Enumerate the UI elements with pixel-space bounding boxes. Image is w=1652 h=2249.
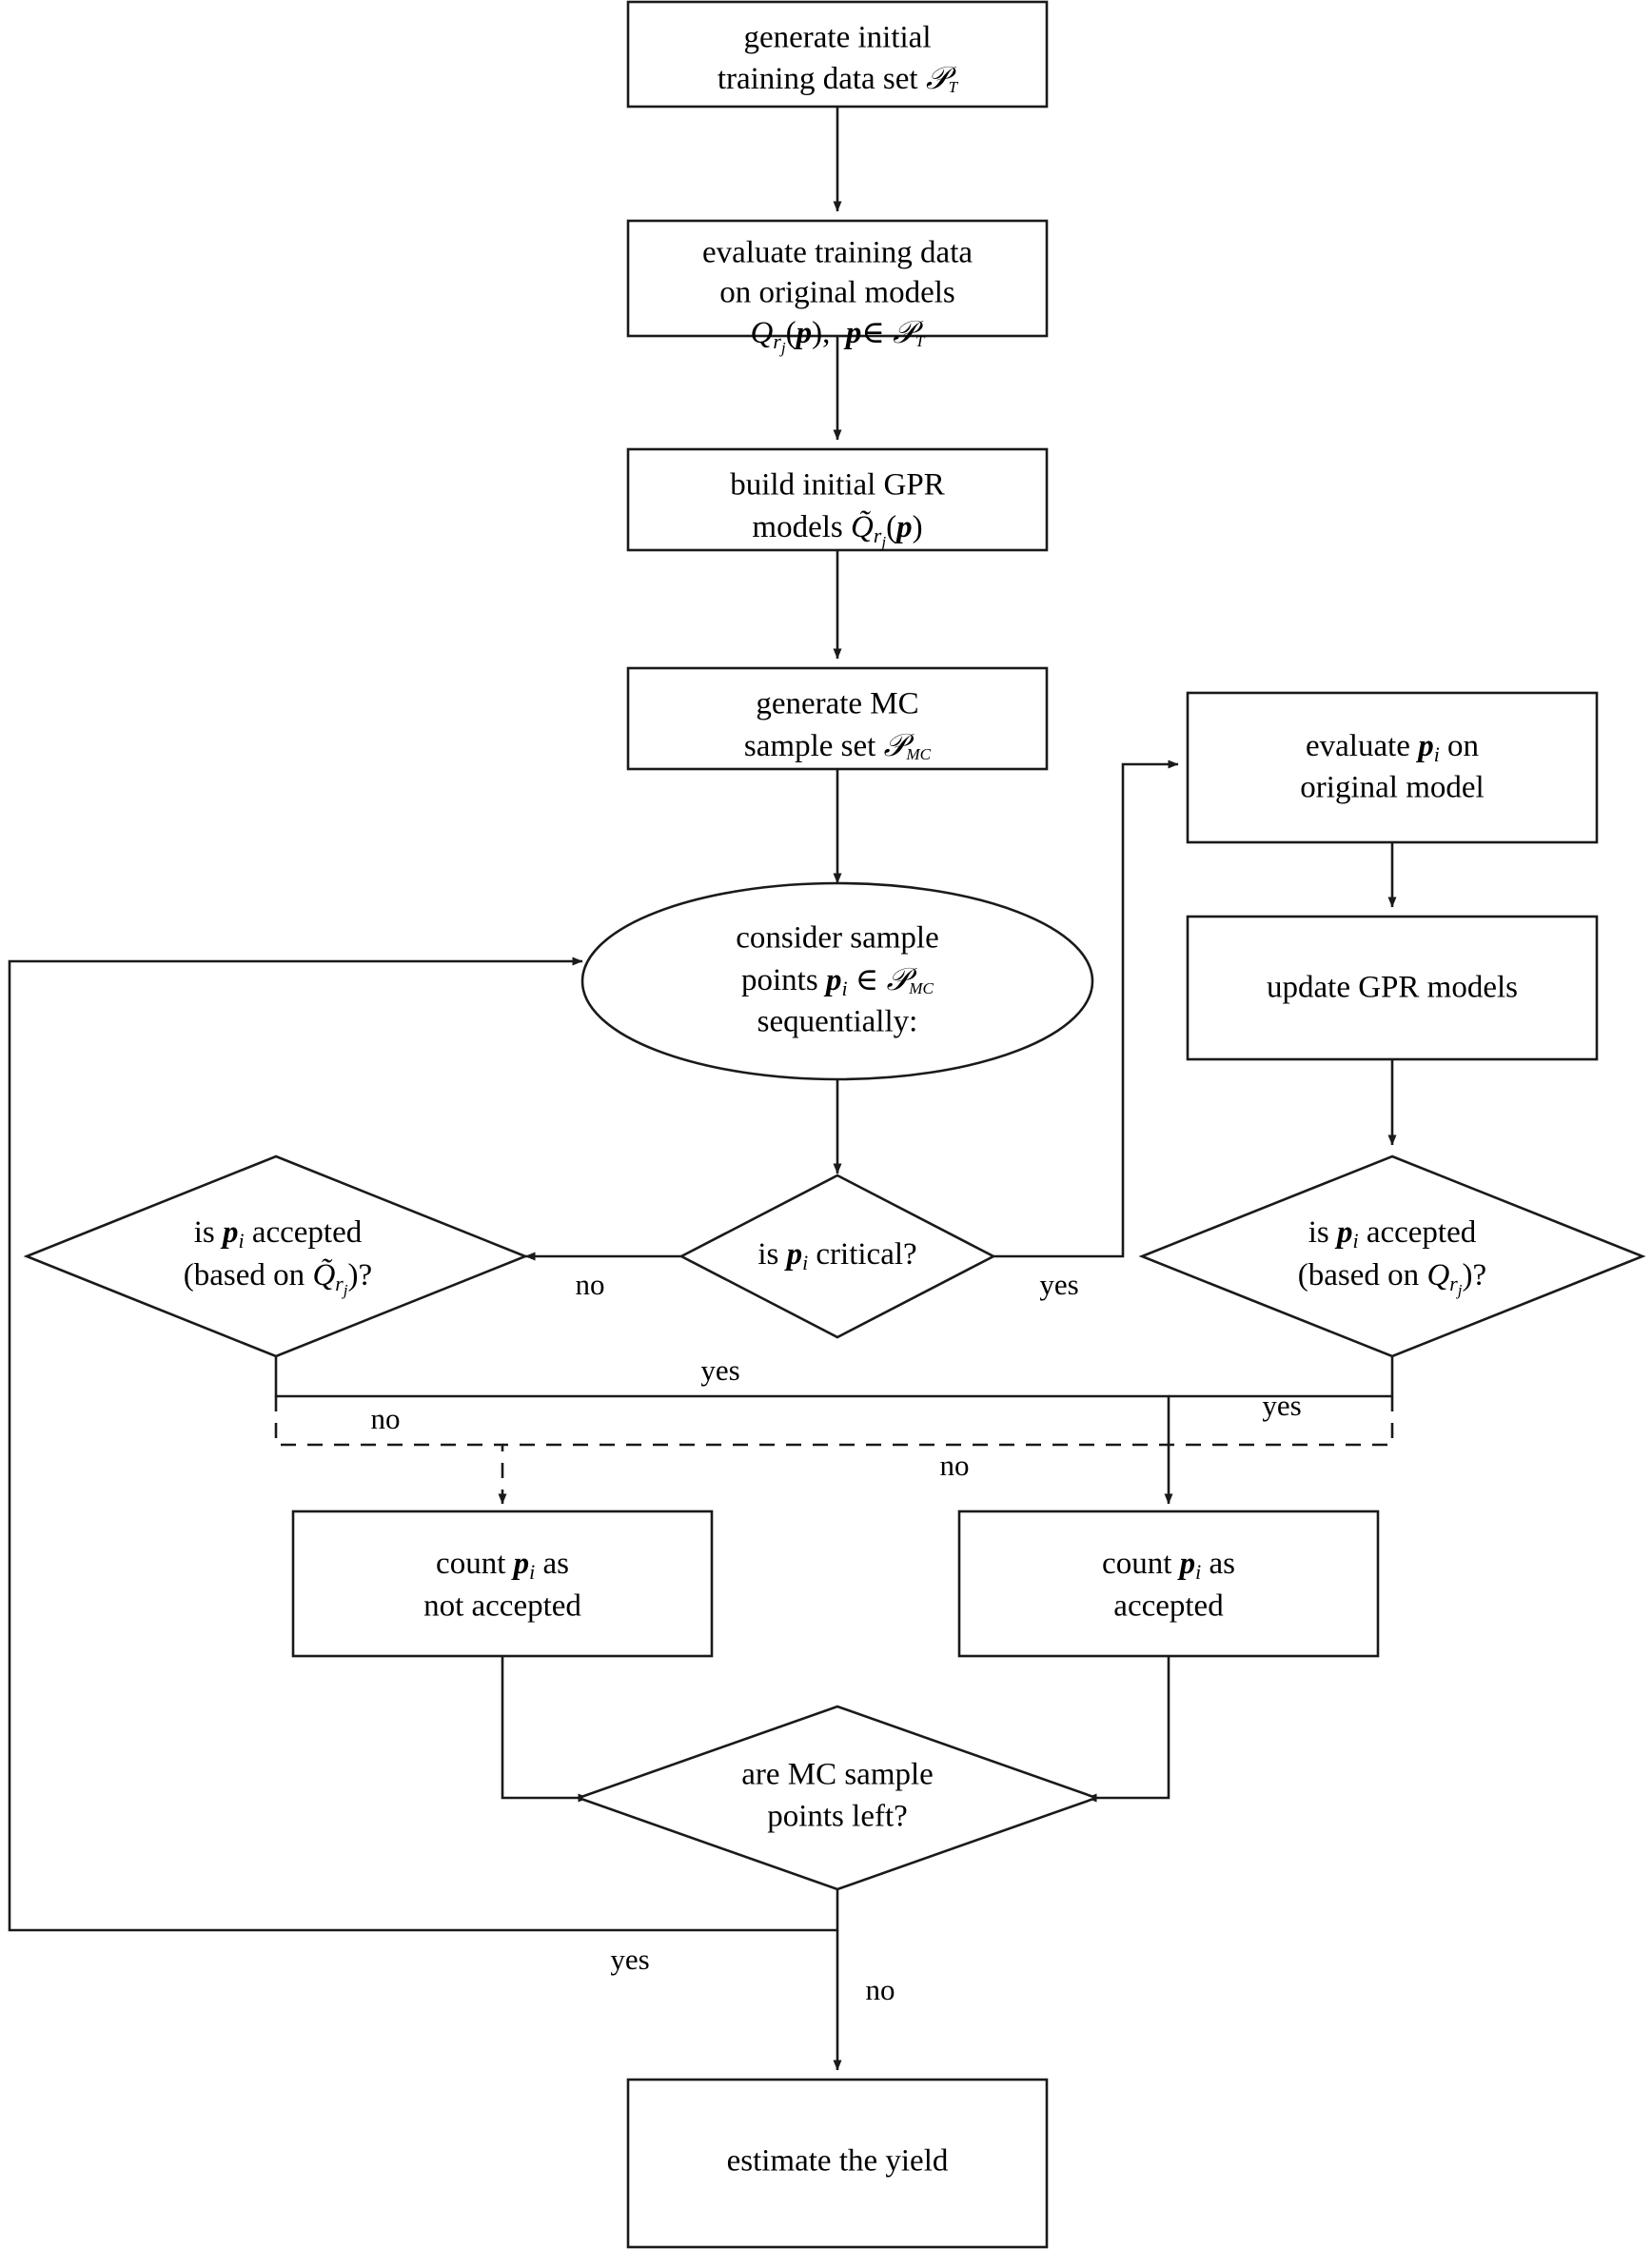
node-consider-sample-points-line3: sequentially: <box>757 1005 918 1039</box>
node-consider-sample-points-line1: consider sample <box>736 921 939 956</box>
edge-critical-yes-to-evaluate-pi <box>993 760 1179 1258</box>
edge-mc-left-yes-loopback <box>8 957 839 1932</box>
node-are-mc-sample-points-left-line1: are MC sample <box>741 1758 934 1792</box>
edge-surrogate-no-to-count-not-accepted <box>274 1396 507 1505</box>
edge-surrogate-yes-to-count-accepted <box>274 1356 1173 1505</box>
node-evaluate-pi-original-model-shape <box>1186 691 1599 844</box>
node-is-pi-accepted-original-shape <box>1138 1154 1646 1358</box>
node-build-initial-gpr-models: build initial GPR models Q̃rj(p) <box>626 447 1049 552</box>
node-estimate-the-yield-shape <box>626 2078 1049 2249</box>
edge-label-loop-no: no <box>866 1973 895 2006</box>
node-consider-sample-points-line2: points pi ∈ 𝒫MC <box>741 963 934 1000</box>
node-evaluate-pi-original-model-line1: evaluate pi on <box>1306 729 1479 766</box>
node-build-initial-gpr-models-shape <box>626 447 1049 552</box>
node-build-initial-gpr-models-line2: models Q̃rj(p) <box>752 508 922 551</box>
node-is-pi-accepted-surrogate-shape <box>23 1154 529 1358</box>
edge-label-original-yes: yes <box>1262 1389 1301 1422</box>
node-count-not-accepted-shape <box>291 1509 714 1658</box>
node-consider-sample-points-shape <box>580 881 1094 1081</box>
node-is-pi-critical: is pi critical? <box>678 1174 996 1339</box>
node-estimate-the-yield: estimate the yield <box>626 2078 1049 2249</box>
node-are-mc-sample-points-left: are MC sample points left? <box>575 1705 1100 1891</box>
node-generate-initial-training-data-line2: training data set 𝒫T <box>718 62 959 96</box>
node-build-initial-gpr-models-line1: build initial GPR <box>730 468 945 503</box>
edge-original-no-to-count-not-accepted <box>502 1396 1394 1447</box>
node-evaluate-training-data: evaluate training data on original model… <box>626 219 1049 357</box>
node-count-not-accepted-line1: count pi as <box>436 1547 569 1584</box>
node-generate-mc-sample-set-line2: sample set 𝒫MC <box>744 729 932 763</box>
node-generate-mc-sample-set: generate MC sample set 𝒫MC <box>626 666 1049 771</box>
edge-label-original-no: no <box>940 1449 970 1482</box>
node-count-not-accepted: count pi as not accepted <box>291 1509 714 1658</box>
node-is-pi-critical-label: is pi critical? <box>757 1237 916 1274</box>
node-count-accepted-line1: count pi as <box>1102 1547 1235 1584</box>
node-update-gpr-models: update GPR models <box>1186 915 1599 1061</box>
node-evaluate-training-data-line1: evaluate training data <box>702 236 973 270</box>
node-is-pi-critical-shape <box>678 1174 996 1339</box>
edge-label-surrogate-yes: yes <box>700 1353 739 1387</box>
node-are-mc-sample-points-left-line2: points left? <box>767 1800 908 1834</box>
node-update-gpr-models-label: update GPR models <box>1267 971 1518 1005</box>
node-evaluate-training-data-formula: Qrj(p), p∈ 𝒫T <box>751 316 926 357</box>
edge-count-not-accepted-to-mc-left <box>501 1656 589 1803</box>
node-generate-mc-sample-set-line1: generate MC <box>756 687 918 721</box>
node-count-accepted-shape <box>957 1509 1380 1658</box>
node-count-accepted-line2: accepted <box>1113 1589 1224 1624</box>
edge-label-surrogate-no: no <box>371 1402 401 1435</box>
node-update-gpr-models-shape <box>1186 915 1599 1061</box>
node-generate-initial-training-data-line1: generate initial <box>744 21 932 55</box>
node-evaluate-pi-original-model-line2: original model <box>1300 771 1484 805</box>
node-count-accepted: count pi as accepted <box>957 1509 1380 1658</box>
node-estimate-the-yield-label: estimate the yield <box>727 2144 949 2179</box>
node-generate-initial-training-data: generate initial training data set 𝒫T <box>626 0 1049 109</box>
node-is-pi-accepted-surrogate: is pi accepted (based on Q̃rj)? <box>23 1154 529 1358</box>
node-generate-mc-sample-set-shape <box>626 666 1049 771</box>
node-generate-initial-training-data-shape <box>626 0 1049 109</box>
node-is-pi-accepted-surrogate-line2: (based on Q̃rj)? <box>184 1256 372 1299</box>
node-is-pi-accepted-original: is pi accepted (based on Qrj)? <box>1138 1154 1646 1358</box>
edge-label-critical-no: no <box>576 1268 605 1301</box>
edge-count-accepted-to-mc-left <box>1086 1656 1170 1803</box>
node-is-pi-accepted-surrogate-line1: is pi accepted <box>194 1215 363 1253</box>
node-evaluate-pi-original-model: evaluate pi on original model <box>1186 691 1599 844</box>
edge-label-critical-yes: yes <box>1039 1268 1078 1301</box>
edge-label-loop-yes: yes <box>610 1943 649 1976</box>
node-is-pi-accepted-original-line2: (based on Qrj)? <box>1298 1258 1486 1299</box>
node-count-not-accepted-line2: not accepted <box>423 1589 581 1624</box>
node-evaluate-training-data-shape <box>626 219 1049 338</box>
node-evaluate-training-data-line2: on original models <box>719 276 954 310</box>
node-is-pi-accepted-original-line1: is pi accepted <box>1308 1215 1477 1253</box>
node-are-mc-sample-points-left-shape <box>575 1705 1100 1891</box>
node-consider-sample-points: consider sample points pi ∈ 𝒫MC sequenti… <box>580 881 1094 1081</box>
